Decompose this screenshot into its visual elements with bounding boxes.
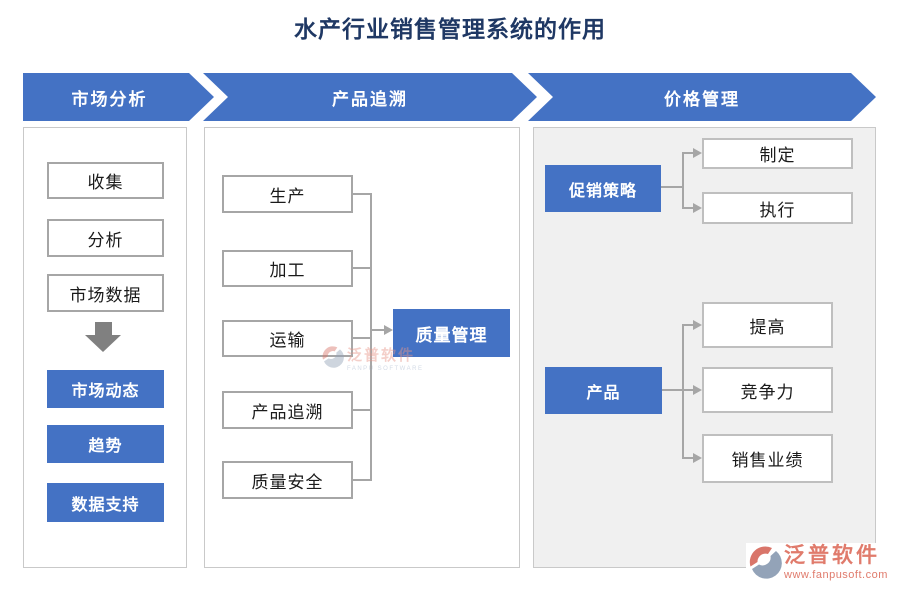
banner-price-management: 价格管理	[528, 73, 876, 121]
connector-to-improve	[684, 324, 694, 326]
connector-stub-quality-safety	[353, 479, 370, 481]
box-product-trace: 产品追溯	[222, 391, 353, 429]
fanpu-logo: 泛普软件 www.fanpusoft.com	[746, 543, 900, 597]
box-quality-safety: 质量安全	[222, 461, 353, 499]
arrowhead-quality-mgmt-icon	[384, 325, 393, 335]
box-execute: 执行	[702, 192, 853, 224]
flow-down-arrow-icon	[85, 322, 122, 352]
arrowhead-sales-performance-icon	[693, 453, 702, 463]
down-arrow-stem	[95, 322, 112, 335]
page-title: 水产行业销售管理系统的作用	[294, 17, 606, 42]
down-arrow-head	[85, 335, 121, 352]
box-formulate: 制定	[702, 138, 853, 169]
box-product: 产品	[545, 367, 662, 414]
connector-product-v	[682, 324, 684, 459]
arrowhead-execute-icon	[693, 203, 702, 213]
box-market-data: 市场数据	[47, 274, 164, 312]
connector-to-sales-performance	[684, 457, 694, 459]
box-improve: 提高	[702, 302, 833, 348]
box-analyze: 分析	[47, 219, 164, 257]
box-market-dynamics: 市场动态	[47, 370, 164, 408]
banner-market-analysis-label: 市场分析	[71, 89, 148, 109]
fanpu-logo-mark-icon	[749, 546, 782, 579]
connector-stub-processing	[353, 267, 370, 269]
box-collect: 收集	[47, 162, 164, 199]
box-trend: 趋势	[47, 425, 164, 463]
connector-to-quality-mgmt	[370, 329, 384, 331]
arrowhead-improve-icon	[693, 320, 702, 330]
banner-product-trace: 产品追溯	[203, 73, 537, 121]
banner-price-management-label: 价格管理	[664, 89, 740, 109]
connector-stub-transport	[353, 337, 370, 339]
connector-promo-h	[661, 186, 684, 188]
connector-trunk-line	[370, 193, 372, 481]
connector-stub-product-trace	[353, 409, 370, 411]
arrowhead-competitiveness-icon	[693, 385, 702, 395]
box-transport: 运输	[222, 320, 353, 357]
box-quality-management: 质量管理	[393, 309, 510, 357]
fanpu-logo-site: www.fanpusoft.com	[784, 569, 888, 581]
connector-product-h	[662, 389, 683, 391]
connector-to-competitiveness	[684, 389, 694, 391]
fanpu-logo-name: 泛普软件	[784, 543, 880, 567]
box-competitiveness: 竞争力	[702, 367, 833, 413]
box-processing: 加工	[222, 250, 353, 287]
box-data-support: 数据支持	[47, 483, 164, 522]
connector-to-execute	[684, 207, 694, 209]
box-promo-strategy: 促销策略	[545, 165, 661, 212]
banner-market-analysis: 市场分析	[23, 73, 214, 121]
connector-stub-production	[353, 193, 370, 195]
box-sales-performance: 销售业绩	[702, 434, 833, 483]
connector-to-formulate	[684, 152, 694, 154]
banner-product-trace-label: 产品追溯	[332, 89, 408, 109]
arrowhead-formulate-icon	[693, 148, 702, 158]
connector-promo-v	[682, 152, 684, 209]
box-production: 生产	[222, 175, 353, 213]
